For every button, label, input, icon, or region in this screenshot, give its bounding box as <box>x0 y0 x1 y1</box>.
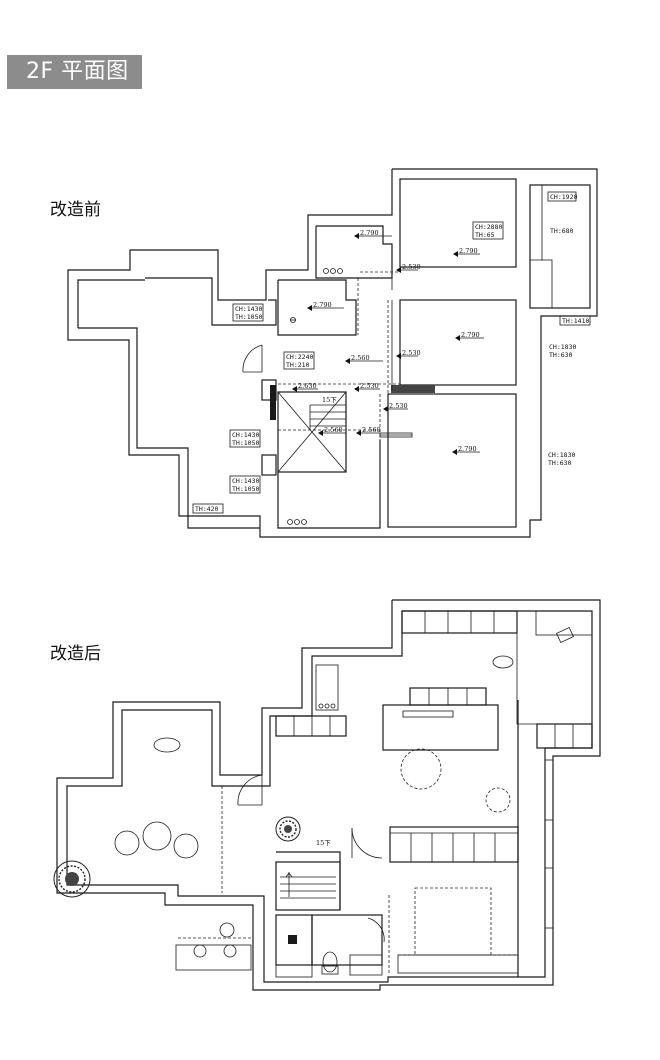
level-text: 2.790 <box>360 229 379 237</box>
tag-text: CH:2880 <box>475 223 502 231</box>
level-text: 2.560 <box>324 426 343 434</box>
level-text: 2.790 <box>459 247 478 255</box>
level-mark: 2.560 <box>345 354 383 364</box>
before-floor-plan: 15下 CH:2880 TH:65 CH:1920 TH:680 TH:141 <box>67 168 598 538</box>
after-stair: 15下 <box>280 839 336 899</box>
tag-text: TH:65 <box>475 231 495 239</box>
page-title: 2F 平面图 <box>26 59 129 84</box>
tag-text: TH:210 <box>286 361 310 369</box>
tag-text: TH:680 <box>550 227 574 235</box>
level-mark: 2.560 <box>318 426 346 436</box>
stair-label: 15下 <box>316 839 331 847</box>
tag-text: TH:1050 <box>235 313 262 321</box>
level-mark: 2.790 <box>354 229 392 239</box>
after-plan-label: 改造后 <box>50 644 101 664</box>
level-text: 2.530 <box>389 402 408 410</box>
level-mark: 2.790 <box>452 445 480 455</box>
before-door-swing <box>242 344 263 373</box>
tag-text: TH:1410 <box>562 317 589 325</box>
before-ceiling-tags: CH:2880 TH:65 CH:1920 TH:680 TH:1410 CH:… <box>192 191 591 514</box>
tag-text: CH:2240 <box>286 353 313 361</box>
level-mark: 2.790 <box>307 301 344 311</box>
tag-text: CH:1430 <box>232 477 259 485</box>
after-outer-walls <box>56 599 601 991</box>
title-accent <box>0 55 7 89</box>
tag-text: CH:1430 <box>232 431 259 439</box>
before-plan-label: 改造前 <box>50 200 101 220</box>
tag-text: CH:1920 <box>550 193 577 201</box>
level-text: 2.790 <box>461 331 480 339</box>
level-mark: 2.530 <box>354 382 380 392</box>
level-text: 2.530 <box>360 382 379 390</box>
level-text: 2.530 <box>402 263 421 271</box>
tag-text: CH:1830 <box>548 451 575 459</box>
tag-text: TH:630 <box>548 459 572 467</box>
tag-text: TH:1050 <box>232 439 259 447</box>
tag-text: CH:1430 <box>235 305 262 313</box>
before-stair: 15下 <box>309 396 346 430</box>
living-props <box>492 626 574 669</box>
level-text: 2.530 <box>402 349 421 357</box>
level-mark: 2.790 <box>453 247 480 257</box>
title-bar: 2F 平面图 <box>0 55 142 89</box>
tag-text: TH:630 <box>549 351 573 359</box>
level-text: 2.560 <box>351 354 370 362</box>
level-mark: 2.790 <box>455 331 484 341</box>
level-mark: 2.560 <box>356 426 381 436</box>
tag-text: CH:1830 <box>549 343 576 351</box>
level-mark: 2.530 <box>396 349 421 359</box>
level-text: 2.790 <box>458 445 477 453</box>
before-outer-walls <box>67 168 598 538</box>
level-mark: 2.530 <box>396 263 421 273</box>
level-mark: 2.630 <box>292 382 318 392</box>
before-burners <box>287 268 343 525</box>
before-level-marks: 2.790 2.790 2.530 2.790 2.790 2.560 2.53… <box>292 229 484 455</box>
level-text: 2.630 <box>298 382 317 390</box>
before-dashed-lines <box>278 271 400 528</box>
after-dashed-lines <box>178 748 519 975</box>
stair-label: 15下 <box>322 396 337 404</box>
level-text: 2.790 <box>313 301 332 309</box>
tag-text: TH:1050 <box>232 485 259 493</box>
patio-furniture <box>114 737 237 958</box>
after-door-swings <box>237 774 385 943</box>
after-floor-plan: 15下 <box>53 599 601 991</box>
level-text: 2.560 <box>362 426 381 434</box>
level-mark: 2.530 <box>383 402 408 412</box>
plant-icon <box>53 816 301 898</box>
after-windows <box>545 759 553 929</box>
tag-text: TH:420 <box>195 505 219 513</box>
